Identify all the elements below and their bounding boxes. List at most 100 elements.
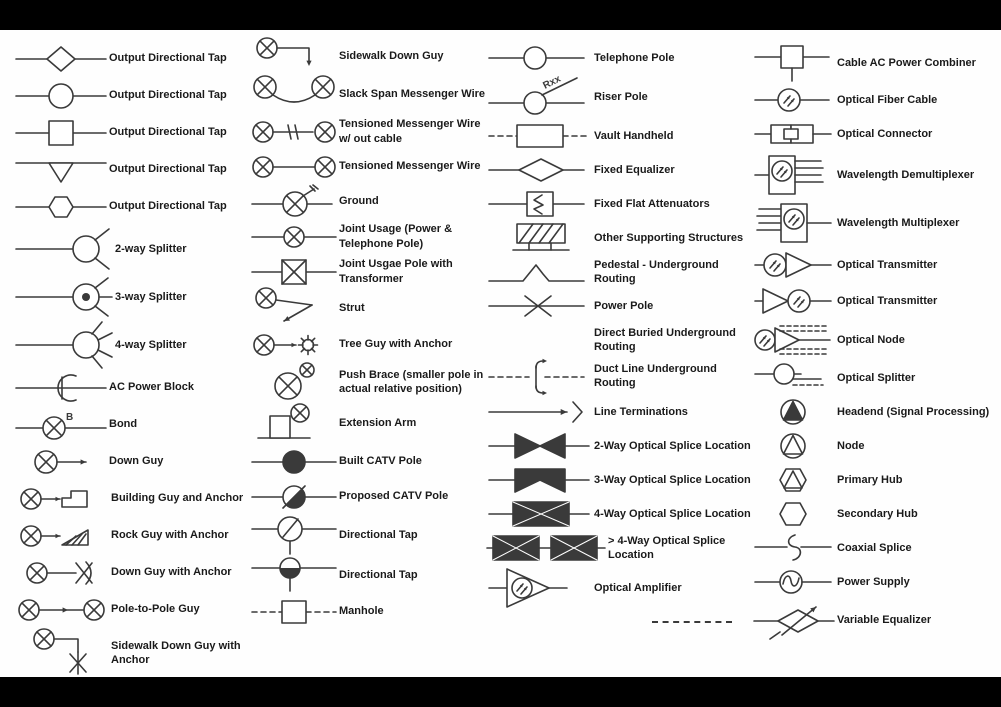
legend-item: Direct Buried Underground Routing — [487, 323, 761, 357]
legend-item: Sidewalk Down Guy — [252, 37, 490, 74]
legend-item: Headend (Signal Processing) — [754, 395, 1001, 429]
splitter-3way-icon — [15, 273, 113, 321]
legend-item: Wavelength Demultiplexer — [754, 151, 1001, 199]
legend-item: AC Power Block — [15, 369, 274, 406]
splitter-4way-icon — [15, 321, 113, 369]
legend-item-label: AC Power Block — [109, 381, 194, 394]
legend-item-label: Built CATV Pole — [339, 455, 422, 468]
legend-item-label: Wavelength Multiplexer — [837, 216, 960, 229]
legend-item-label: 3-way Splitter — [115, 290, 187, 303]
legend-item: Sidewalk Down Guy with Anchor — [16, 628, 274, 678]
secondary-hub-icon — [754, 498, 834, 530]
down-guy-icon — [16, 447, 106, 477]
legend-item-label: Pedestal - Underground Routing — [594, 258, 719, 285]
legend-item: Joint Usage (Power & Telephone Pole) — [251, 219, 490, 254]
legend-item: Proposed CATV Pole — [251, 479, 490, 514]
legend-item-label: Headend (Signal Processing) — [837, 405, 990, 418]
legend-item: Strut — [252, 287, 490, 327]
legend-item: Telephone Pole — [487, 41, 761, 75]
legend-item-label: Sidewalk Down Guy with Anchor — [111, 639, 241, 666]
legend-item: Optical Transmitter — [754, 247, 1001, 283]
legend-item-label: Fixed Flat Attenuators — [594, 197, 710, 210]
legend-item-label: Output Directional Tap — [109, 163, 227, 176]
legend-item: 4-Way Optical Splice Location — [487, 497, 761, 531]
top-black-bar — [0, 0, 1001, 30]
legend-item: Vault Handheld — [487, 119, 761, 153]
legend-item-label: Optical Amplifier — [594, 581, 682, 594]
legend-item-label: Optical Node — [837, 333, 905, 346]
legend-item-label: Joint Usage (Power & Telephone Pole) — [339, 223, 453, 250]
none-icon — [487, 326, 591, 354]
duct-line-underground-icon — [487, 357, 591, 396]
legend-item: Fixed Flat Attenuators — [487, 187, 761, 221]
coaxial-splice-icon — [754, 531, 834, 565]
legend-item: Optical Splitter — [754, 361, 1001, 395]
optical-splice-4way-icon — [487, 497, 591, 531]
legend-item-label: Pole-to-Pole Guy — [111, 603, 200, 616]
rock-guy-anchor-icon — [16, 521, 108, 551]
legend-item-label: Power Supply — [837, 575, 910, 588]
svg-text:Rxx: Rxx — [541, 73, 563, 91]
legend-item-label: Directional Tap — [339, 568, 418, 581]
splitter-2way-icon — [15, 225, 112, 273]
legend-item: Output Directional Tap — [15, 77, 274, 114]
legend-item: Coaxial Splice — [754, 531, 1001, 565]
strut-icon — [252, 287, 336, 327]
legend-item-label: Node — [837, 439, 865, 452]
legend-item-label: Primary Hub — [837, 473, 903, 486]
building-guy-anchor-icon — [16, 484, 108, 514]
legend-item-label: Down Guy with Anchor — [111, 566, 232, 579]
legend-item-label: Cable AC Power Combiner — [837, 56, 976, 69]
legend-item: Optical Amplifier — [487, 565, 761, 611]
fixed-equalizer-icon — [487, 155, 591, 185]
primary-hub-icon — [754, 464, 834, 496]
power-supply-icon — [754, 567, 834, 597]
legend-item-label: Variable Equalizer — [837, 613, 932, 626]
legend-item-label: Strut — [339, 301, 365, 314]
telephone-pole-icon — [487, 43, 591, 73]
riser-pole-icon: Rxx — [487, 73, 591, 119]
legend-item: Push Brace (smaller pole in actual relat… — [252, 362, 490, 402]
ac-power-block-icon — [15, 373, 107, 403]
legend-item-label: Tensioned Messenger Wire w/ out cable — [339, 118, 481, 145]
legend-item: Variable Equalizer — [753, 599, 1001, 641]
legend-item: 2-way Splitter — [15, 225, 274, 273]
legend-item: Pedestal - Underground Routing — [487, 255, 761, 289]
optical-amplifier-icon — [487, 565, 591, 611]
legend-item-label: Rock Guy with Anchor — [111, 529, 229, 542]
line-terminations-icon — [487, 397, 591, 427]
legend-item: Extension Arm — [252, 402, 490, 444]
legend-item-label: Slack Span Messenger Wire — [339, 87, 486, 100]
legend-item: Secondary Hub — [754, 497, 1001, 531]
legend-item-label: Direct Buried Underground Routing — [594, 326, 736, 353]
legend-item: Power Supply — [754, 565, 1001, 599]
push-brace-icon — [252, 362, 336, 402]
legend-item: Ground — [251, 183, 490, 219]
optical-connector-icon — [754, 119, 834, 149]
legend-item-label: Tensioned Messenger Wire — [339, 160, 481, 173]
optical-splice-2way-icon — [487, 429, 591, 463]
optical-transmitter-b-icon — [754, 283, 834, 319]
legend-item: Duct Line Underground Routing — [487, 357, 761, 396]
tap-circle-icon — [15, 81, 107, 111]
vault-handheld-icon — [487, 121, 591, 151]
legend-item: 3-way Splitter — [15, 273, 274, 321]
tap-square-icon — [15, 118, 107, 148]
optical-transmitter-a-icon — [754, 247, 834, 283]
joint-usage-transformer-icon — [251, 256, 337, 288]
legend-item: Built CATV Pole — [251, 444, 490, 479]
proposed-catv-pole-icon — [251, 482, 337, 512]
legend-item: Output Directional Tap — [15, 40, 274, 77]
tensioned-messenger-wire-icon — [252, 152, 336, 182]
headend-icon — [754, 397, 834, 427]
legend-item: Wavelength Multiplexer — [754, 199, 1001, 247]
legend-item-label: Extension Arm — [339, 416, 417, 429]
legend-item-label: Secondary Hub — [837, 507, 918, 520]
legend-item-label: Optical Fiber Cable — [837, 93, 938, 106]
bond-icon: B — [15, 410, 107, 440]
optical-fiber-cable-icon — [754, 85, 834, 115]
